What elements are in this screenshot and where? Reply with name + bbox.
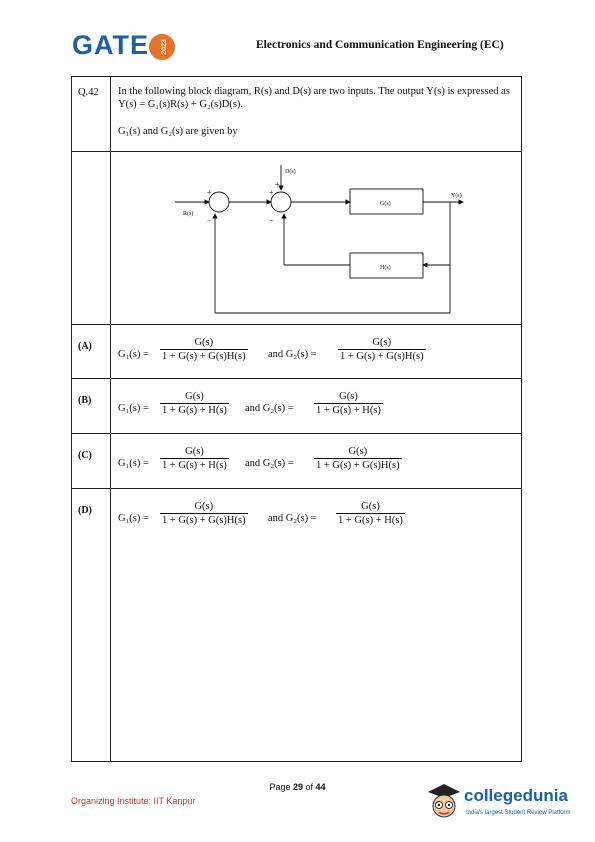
question-table: Q.42 In the following block diagram, R(s… [71, 76, 522, 762]
option-b: G₁(s) = G(s)1 + G(s) + H(s) and G₂(s) = … [118, 391, 518, 431]
label-d: D(s) [285, 168, 296, 175]
block-g [349, 188, 424, 215]
option-c-g2-fraction: G(s)1 + G(s) + G(s)H(s) [314, 446, 402, 471]
option-d: G₁(s) = G(s)1 + G(s) + G(s)H(s) and G₂(s… [118, 501, 518, 541]
option-b-g2-fraction: G(s)1 + G(s) + H(s) [314, 391, 383, 416]
option-a-g1-fraction: G(s)1 + G(s) + G(s)H(s) [160, 337, 248, 362]
sign-minus-2: − [269, 216, 274, 225]
table-row-divider [72, 324, 521, 325]
summing-junction-1 [208, 191, 230, 213]
block-h [349, 252, 424, 279]
page-number: Page 29 of 44 [269, 782, 326, 792]
label-y: Y(s) [451, 192, 462, 199]
option-c: G₁(s) = G(s)1 + G(s) + H(s) and G₂(s) = … [118, 446, 518, 486]
summing-junction-2 [270, 191, 292, 213]
question-text: In the following block diagram, R(s) and… [118, 86, 510, 110]
table-column-divider [110, 77, 111, 761]
option-c-g2-lhs: and G₂(s) = [245, 458, 294, 469]
brand-tagline: India's largest Student Review Platform [466, 810, 571, 816]
label-g: G(s) [380, 200, 391, 207]
sign-plus-3: + [275, 180, 280, 189]
option-d-g2-fraction: G(s)1 + G(s) + H(s) [336, 501, 405, 526]
option-b-g1-lhs: G₁(s) = [118, 403, 149, 414]
question-subtext: G₁(s) and G₂(s) are given by [118, 126, 238, 137]
gate-year-text: 2023 [161, 39, 168, 55]
sign-plus-2: + [269, 188, 274, 197]
block-diagram: R(s) D(s) Y(s) G(s) H(s) + − + + − [175, 165, 464, 314]
option-b-g1-fraction: G(s)1 + G(s) + H(s) [160, 391, 229, 416]
option-a-label: (A) [78, 341, 92, 352]
table-row-divider [72, 488, 521, 489]
sign-plus-1: + [207, 188, 212, 197]
table-row-divider [72, 378, 521, 379]
option-a-g2-lhs: and G₂(s) = [268, 349, 317, 360]
brand-name: collegedunia [464, 786, 568, 805]
option-a: G₁(s) = G(s)1 + G(s) + G(s)H(s) and G₂(s… [118, 337, 518, 377]
option-d-g2-lhs: and G₂(s) = [268, 513, 317, 524]
option-c-g1-fraction: G(s)1 + G(s) + H(s) [160, 446, 229, 471]
sign-minus-1: − [207, 216, 212, 225]
option-d-g1-lhs: G₁(s) = [118, 513, 149, 524]
option-d-g1-fraction: G(s)1 + G(s) + G(s)H(s) [160, 501, 248, 526]
option-b-label: (B) [78, 395, 92, 406]
option-c-g1-lhs: G₁(s) = [118, 458, 149, 469]
gate-logo-text: GATE [72, 30, 149, 60]
label-h: H(s) [380, 264, 391, 271]
option-a-g1-lhs: G₁(s) = [118, 349, 149, 360]
option-c-label: (C) [78, 450, 92, 461]
mascot-icon [428, 784, 460, 818]
table-row-divider [72, 151, 521, 152]
label-r: R(s) [183, 210, 193, 217]
gate-year-badge-icon: 2023 [149, 34, 175, 60]
option-d-label: (D) [78, 505, 92, 516]
paper-title: Electronics and Communication Engineerin… [256, 39, 504, 51]
collegedunia-logo: collegedunia India's largest Student Rev… [422, 778, 582, 828]
option-a-g2-fraction: G(s)1 + G(s) + G(s)H(s) [338, 337, 426, 362]
organizing-institute: Organizing Institute: IIT Kanpur [71, 796, 196, 806]
table-row-divider [72, 433, 521, 434]
option-b-g2-lhs: and G₂(s) = [245, 403, 294, 414]
question-number: Q.42 [78, 87, 99, 98]
